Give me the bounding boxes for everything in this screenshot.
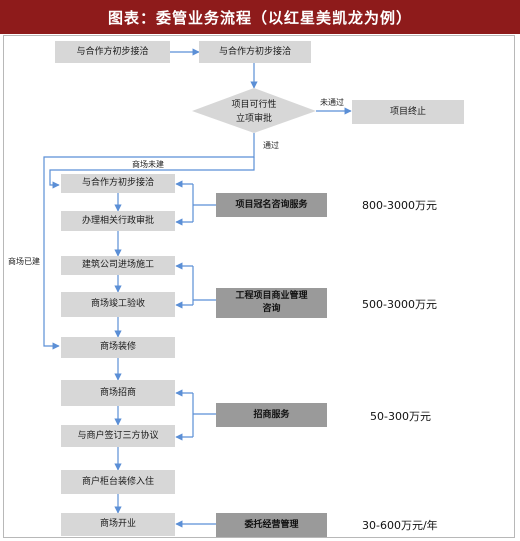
node-construction: 建筑公司进场施工 bbox=[61, 256, 175, 275]
service-investment: 招商服务 bbox=[216, 403, 327, 427]
node-project-terminated: 项目终止 bbox=[352, 100, 464, 124]
node-contact: 与合作方初步接洽 bbox=[61, 174, 175, 193]
edge-label-mall-not-built: 商场未建 bbox=[132, 160, 164, 169]
service-operation-management: 委托经营管理 bbox=[216, 513, 327, 537]
service-engineering-consulting-line2: 咨询 bbox=[262, 304, 281, 314]
edge-label-not-pass: 未通过 bbox=[320, 98, 344, 107]
service-naming-consulting: 项目冠名咨询服务 bbox=[216, 193, 327, 217]
diagram-frame bbox=[3, 35, 515, 538]
edge-label-mall-built: 商场已建 bbox=[8, 257, 40, 266]
arrow-not-built-route bbox=[49, 157, 255, 189]
edge-label-pass: 通过 bbox=[263, 141, 279, 150]
node-initial-contact-2: 与合作方初步接洽 bbox=[199, 41, 311, 63]
page-title: 图表：委管业务流程（以红星美凯龙为例） bbox=[0, 0, 520, 34]
service-engineering-consulting-line1: 工程项目商业管理 bbox=[235, 291, 308, 301]
node-initial-contact: 与合作方初步接洽 bbox=[55, 41, 170, 63]
service-engineering-consulting: 工程项目商业管理 咨询 bbox=[216, 288, 327, 318]
price-operation-management: 30-600万元/年 bbox=[362, 519, 438, 532]
node-admin-approval: 办理相关行政审批 bbox=[61, 211, 175, 231]
node-decoration: 商场装修 bbox=[61, 337, 175, 358]
price-engineering-consulting: 500-3000万元 bbox=[362, 298, 437, 311]
decision-label-line1: 项目可行性 bbox=[231, 100, 277, 110]
node-counter-decoration: 商户柜台装修入住 bbox=[61, 470, 175, 494]
node-investment-promotion: 商场招商 bbox=[61, 380, 175, 406]
node-opening: 商场开业 bbox=[61, 513, 175, 536]
node-completion-acceptance: 商场竣工验收 bbox=[61, 292, 175, 317]
node-tripartite-agreement: 与商户签订三方协议 bbox=[61, 425, 175, 447]
decision-label-line2: 立项审批 bbox=[235, 114, 272, 124]
decision-label: 项目可行性 立项审批 bbox=[214, 98, 294, 126]
arrow-pass-route bbox=[43, 133, 255, 350]
price-naming-consulting: 800-3000万元 bbox=[362, 199, 437, 212]
decision-diamond bbox=[192, 88, 316, 133]
price-investment: 50-300万元 bbox=[370, 410, 431, 423]
